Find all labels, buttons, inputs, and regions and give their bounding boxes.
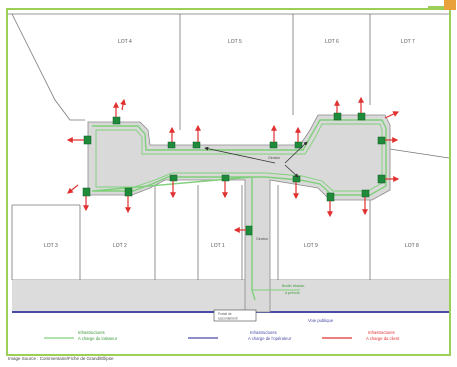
public-road xyxy=(12,280,449,312)
lot-label: LOT 5 xyxy=(228,39,242,45)
access-annotation: Giration xyxy=(256,237,268,241)
lot-label: LOT 6 xyxy=(325,39,339,45)
client-arrow xyxy=(67,184,79,194)
image-caption: Image Source : Commentaire/Fiche de Gran… xyxy=(8,356,114,361)
lot-label: LOT 2 xyxy=(113,243,127,249)
lot-label: LOT 8 xyxy=(405,243,419,249)
lot-label: LOT 9 xyxy=(304,243,318,249)
lotisseur-network xyxy=(91,119,387,301)
network-annotation-sub: à prévoir xyxy=(285,291,301,295)
legend-label: Infrastructures xyxy=(78,330,105,335)
chamber xyxy=(269,141,278,149)
lot-label: LOT 1 xyxy=(211,243,225,249)
chamber xyxy=(377,136,386,145)
chamber xyxy=(221,174,230,182)
client-arrows xyxy=(66,96,400,233)
direction-arrow xyxy=(284,141,308,164)
chamber xyxy=(294,141,303,149)
chamber xyxy=(167,141,176,149)
legend-label: Infrastructures xyxy=(368,330,395,335)
network-annotation: Bodin réseau xyxy=(282,284,304,288)
lot-label: LOT 7 xyxy=(401,39,415,45)
lot-boundaries xyxy=(8,13,450,281)
chamber xyxy=(245,225,253,236)
direction-arrow xyxy=(284,164,299,178)
client-arrow xyxy=(120,98,127,111)
entrance-box xyxy=(213,309,257,322)
chamber xyxy=(83,135,92,145)
lot-label: LOT 4 xyxy=(118,39,132,45)
chamber xyxy=(112,116,121,125)
chamber xyxy=(169,174,178,182)
corner-tab xyxy=(428,0,456,10)
lot-label: LOT 3 xyxy=(44,243,58,249)
legend-label: A charge de l'opérateur xyxy=(248,336,292,341)
entrance-label-sub: raccordement xyxy=(218,317,238,321)
chamber xyxy=(82,187,91,197)
road-label: Voie publique xyxy=(308,318,334,323)
lotisseur-network-inner xyxy=(95,123,383,192)
chamber xyxy=(333,112,342,121)
chamber xyxy=(377,174,386,184)
chamber xyxy=(192,141,201,149)
legend-label: Infrastructures xyxy=(250,330,277,335)
chamber xyxy=(361,189,370,198)
entrance-label: Portail de xyxy=(218,312,232,316)
client-arrow xyxy=(384,111,400,119)
legend-label: A charge du client xyxy=(366,336,400,341)
legend-label: A charge du lotisseur xyxy=(78,336,118,341)
chamber xyxy=(292,175,301,183)
direction-arrow xyxy=(204,146,276,164)
centre-annotation: Giration xyxy=(268,156,280,160)
chamber xyxy=(124,187,133,197)
chamber xyxy=(357,112,366,121)
chamber xyxy=(326,192,335,202)
direction-arrows xyxy=(204,141,308,178)
